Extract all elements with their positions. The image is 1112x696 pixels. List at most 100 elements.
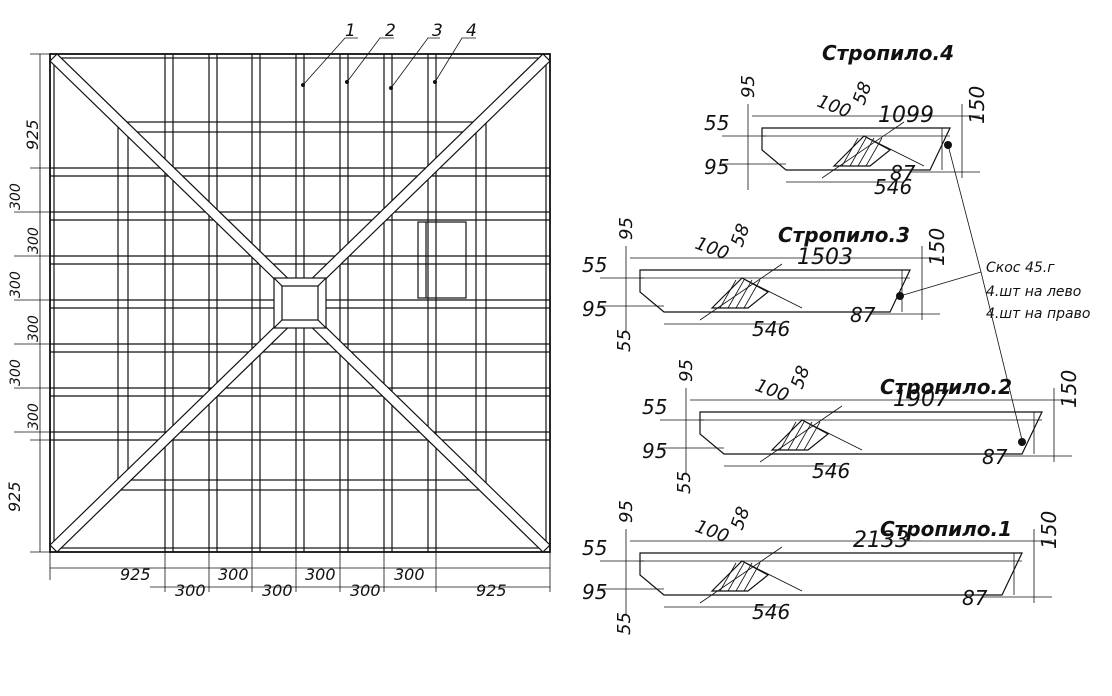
dim-left-5: 300	[8, 359, 24, 386]
rafter-length: 2133	[853, 528, 909, 553]
rafter-height: 150	[1057, 370, 1081, 408]
dim-left-0: 925	[23, 119, 42, 150]
rafter-seat: 546	[752, 317, 790, 341]
hatch-line	[787, 421, 805, 451]
hatch-line	[735, 279, 753, 309]
rafter-bottom: 55	[614, 329, 635, 352]
rafter-side: 55	[582, 536, 607, 560]
angle-line	[863, 135, 925, 167]
note-line-2: 4.шт на лево	[986, 284, 1081, 300]
rafter-length: 1503	[797, 245, 853, 270]
rafter-details: Стропило.410999555951005854687150Стропил…	[582, 41, 1081, 635]
rafter-body	[639, 552, 1023, 596]
bottom-dimension-chain: 925 300 300 300 300 300 300 300 925	[49, 552, 551, 600]
hatch-line	[841, 137, 859, 167]
rafter-side: 55	[704, 111, 729, 135]
rafter-end-cut: 87	[850, 303, 876, 327]
plan-view: 1 2 3 4 925 300 300 300 300 300 300 925	[5, 21, 551, 600]
rafter-angle-a: 100	[814, 91, 853, 122]
dim-bottom-upper-1: 300	[218, 565, 249, 584]
rafter-title: Стропило.1	[880, 517, 1012, 541]
rafter-left-low: 95	[582, 580, 607, 604]
note-line-3: 4.шт на право	[986, 306, 1090, 322]
hatch-line	[857, 137, 875, 167]
dim-left-4: 300	[26, 315, 42, 342]
hatch-line	[719, 562, 737, 592]
rafter-left-low: 95	[582, 297, 607, 321]
note-line-1: Скос 45.г	[986, 260, 1055, 276]
hatch-line	[743, 279, 761, 309]
rafter-seat: 546	[812, 459, 850, 483]
left-dimension-chain: 925 300 300 300 300 300 300 925	[5, 53, 50, 553]
rafter-title: Стропило.2	[880, 375, 1012, 399]
rafter-title: Стропило.3	[778, 223, 910, 247]
rafter-title: Стропило.4	[822, 41, 954, 65]
hip-rafters	[49, 53, 551, 553]
hatch-line	[795, 421, 813, 451]
dim-left-7: 925	[5, 481, 24, 512]
dim-bottom-upper-0: 925	[120, 565, 151, 584]
hatch-line	[727, 562, 745, 592]
member-number-2: 2	[385, 21, 396, 41]
dim-left-3: 300	[8, 271, 24, 298]
dim-bottom-lower-2: 300	[350, 581, 381, 600]
hatch-line	[779, 421, 797, 451]
rafter-seat: 546	[874, 175, 912, 199]
bevel-note: Скос 45.г 4.шт на лево 4.шт на право	[896, 141, 1090, 446]
hatch-line	[727, 279, 745, 309]
rafter-end-cut: 87	[982, 445, 1008, 469]
rafter-seat: 546	[752, 600, 790, 624]
horizontal-rafters	[50, 167, 550, 441]
dim-bottom-lower-1: 300	[262, 581, 293, 600]
rafter-height: 150	[1037, 511, 1061, 549]
dim-left-1: 300	[8, 183, 24, 210]
dim-bottom-lower-0: 300	[175, 581, 206, 600]
member-number-3: 3	[432, 21, 443, 41]
rafter-side: 55	[642, 395, 667, 419]
slope-line	[759, 405, 843, 463]
rafter-end-cut: 87	[890, 161, 916, 185]
hatch-line	[743, 562, 761, 592]
rafter-body	[639, 269, 911, 313]
angle-line	[801, 419, 863, 451]
rafter-body	[761, 127, 951, 171]
rafter-angle-a: 100	[752, 375, 791, 406]
member-leaders: 1 2 3 4	[301, 21, 477, 90]
rafter-side: 55	[582, 253, 607, 277]
hatch-line	[803, 421, 821, 451]
rafter-angle-a: 100	[692, 516, 731, 547]
rafter-left-low: 95	[704, 155, 729, 179]
rafter-end-cut: 87	[962, 586, 988, 610]
rafter-bottom: 55	[614, 612, 635, 635]
member-number-1: 1	[345, 21, 356, 41]
dim-bottom-upper-3: 300	[394, 565, 425, 584]
rafter-bottom: 55	[674, 471, 695, 494]
rafter-body	[699, 411, 1043, 455]
dim-left-2: 300	[26, 227, 42, 254]
hatch-line	[865, 137, 883, 167]
rafter-height: 150	[925, 228, 949, 266]
rafter-top-offset: 95	[676, 359, 697, 382]
angle-line	[741, 277, 803, 309]
hatch-line	[719, 279, 737, 309]
slope-line	[699, 546, 783, 604]
slope-line	[821, 121, 905, 179]
rafter-top-offset: 95	[616, 217, 637, 240]
rafter-angle-a: 100	[692, 233, 731, 264]
rafter-left-low: 95	[642, 439, 667, 463]
member-number-4: 4	[466, 21, 477, 41]
rafter-length: 1907	[893, 387, 949, 412]
dim-bottom-upper-2: 300	[305, 565, 336, 584]
dim-left-6: 300	[26, 403, 42, 430]
angle-line	[741, 560, 803, 592]
rafter-top-offset: 95	[738, 75, 759, 98]
slope-line	[699, 263, 783, 321]
rafter-top-offset: 95	[616, 500, 637, 523]
hatch-line	[849, 137, 867, 167]
rafter-height: 150	[965, 86, 989, 124]
